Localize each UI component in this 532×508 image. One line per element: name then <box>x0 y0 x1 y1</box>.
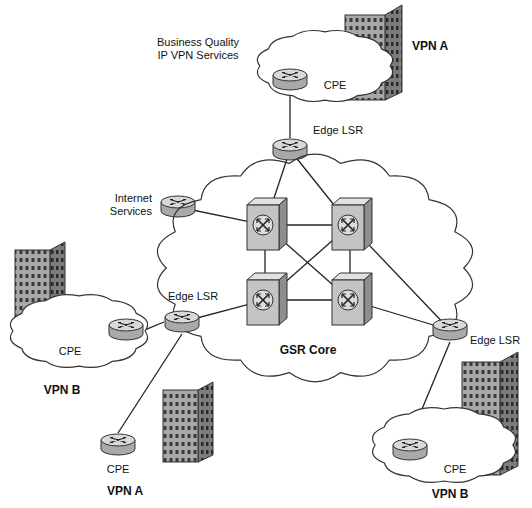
router-icon <box>273 69 307 90</box>
svg-path <box>170 200 186 205</box>
svg-path <box>282 143 298 148</box>
router-symbol <box>164 310 200 334</box>
svg-path <box>442 323 458 328</box>
router-node: Edge LSR <box>432 318 468 342</box>
router-icon <box>433 319 467 340</box>
device-label: CPE <box>59 345 82 358</box>
router-icon <box>101 434 135 455</box>
router-node: Internet Services <box>160 195 196 219</box>
router-node: Edge LSR <box>272 138 308 162</box>
cloud-shape <box>373 408 516 483</box>
site-label: VPN A <box>412 40 448 53</box>
gsr-router <box>332 273 372 325</box>
cloud-outline <box>8 292 150 370</box>
site-label: VPN A <box>107 485 143 498</box>
device-label: CPE <box>324 79 347 92</box>
gsr-router <box>247 198 287 250</box>
site-label: VPN B <box>432 488 469 501</box>
device-label: CPE <box>444 463 467 476</box>
router-symbol <box>100 433 136 457</box>
svg-ellipse <box>273 139 307 151</box>
device-label: Edge LSR <box>470 334 520 347</box>
svg-polygon <box>198 382 213 462</box>
cloud-shape <box>257 30 392 101</box>
cloud-region: CPEVPN B <box>8 292 150 370</box>
svg-ellipse <box>109 319 143 331</box>
cloud-region: CPEVPN B <box>370 405 518 485</box>
router-symbol <box>432 318 468 342</box>
svg-path <box>282 73 298 78</box>
device-label: Edge LSR <box>313 124 363 137</box>
router-symbol <box>160 195 196 219</box>
svg-rect <box>163 390 198 462</box>
router-icon <box>161 196 195 217</box>
building <box>163 382 213 462</box>
device-label: Edge LSR <box>168 290 218 303</box>
cloud-shape <box>10 295 147 368</box>
gsr-router <box>247 273 287 325</box>
gsr-router <box>332 198 372 250</box>
device-label: Internet Services <box>100 192 152 218</box>
svg-path <box>118 323 134 328</box>
device-label: CPE <box>107 463 130 476</box>
svg-path <box>402 443 418 448</box>
svg-path <box>110 438 126 443</box>
svg-ellipse <box>273 69 307 81</box>
access-link <box>289 92 290 138</box>
svg-ellipse <box>101 434 135 446</box>
router-node: Edge LSR <box>164 310 200 334</box>
router-node: CPEVPN A <box>100 433 136 457</box>
cloud-region: CPEVPN A <box>255 28 395 104</box>
site-label: GSR Core <box>280 344 337 357</box>
router-symbol <box>272 138 308 162</box>
service-label: Business Quality IP VPN Services <box>154 36 242 62</box>
site-label: VPN B <box>44 384 81 397</box>
svg-ellipse <box>393 439 427 451</box>
svg-path <box>174 315 190 320</box>
cloud-shape <box>157 154 472 382</box>
router-icon <box>393 439 427 460</box>
cloud-region: GSR Core <box>155 150 475 386</box>
router-icon <box>109 319 143 340</box>
svg-ellipse <box>165 311 199 323</box>
svg-ellipse <box>433 319 467 331</box>
router-icon <box>165 311 199 332</box>
cloud-outline <box>255 28 395 104</box>
